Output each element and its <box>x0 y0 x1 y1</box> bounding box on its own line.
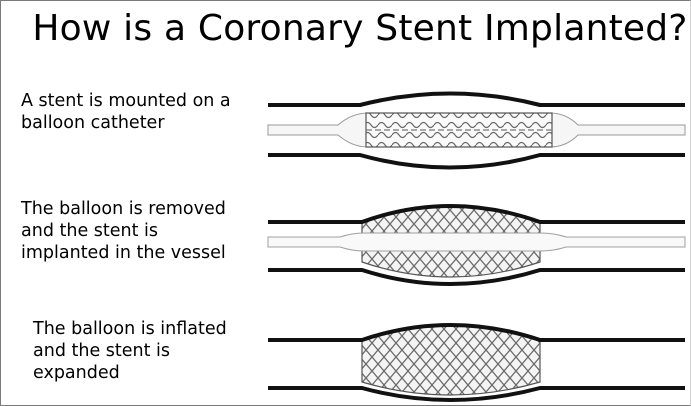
step-2-diagram <box>268 206 685 284</box>
step-3-diagram <box>268 325 685 400</box>
step-3-expanded-stent <box>362 326 540 395</box>
step-1-vessel-lower-wall <box>268 155 685 168</box>
step-2-catheter <box>268 233 685 251</box>
step-1-vessel-upper-wall <box>268 94 685 106</box>
step-1-diagram <box>268 94 685 168</box>
